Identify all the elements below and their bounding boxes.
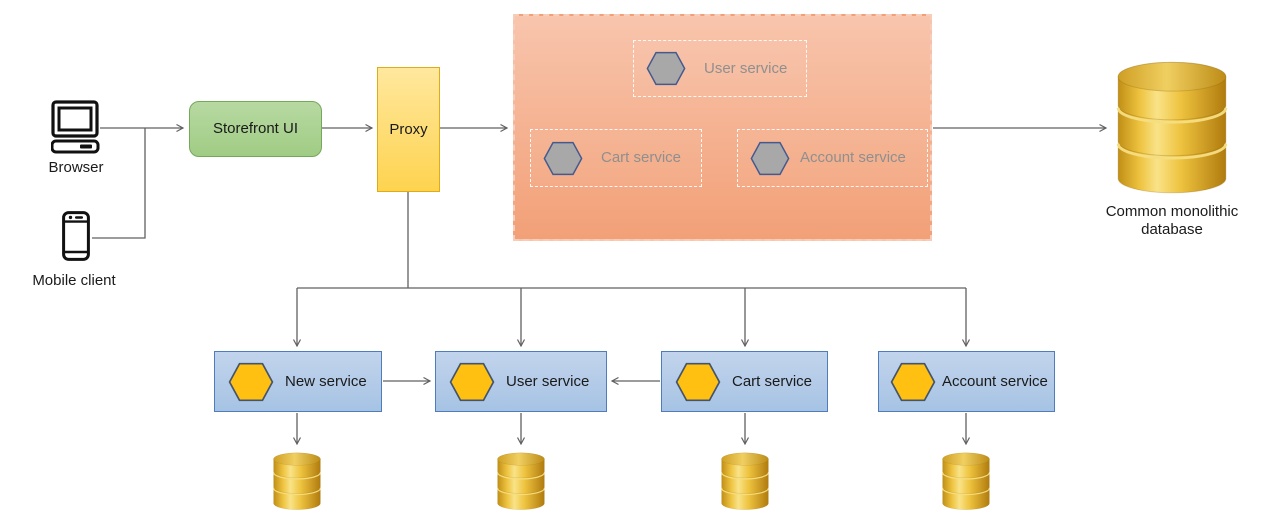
mobile-client-label: Mobile client	[32, 272, 116, 289]
hexagon-icon	[449, 362, 495, 401]
browser-client	[51, 100, 101, 154]
monolith-user-service-label: User service	[704, 59, 788, 77]
proxy-node: Proxy	[377, 67, 440, 192]
monolith-account-service-node: Account service	[737, 129, 928, 187]
hexagon-icon	[228, 362, 274, 401]
hexagon-icon	[675, 362, 721, 401]
monolith-cart-service-label: Cart service	[601, 149, 682, 166]
service-database-icon	[940, 450, 992, 517]
service-database-icon	[271, 450, 323, 517]
service-database-icon	[719, 450, 771, 517]
common-database-label: Common monolithic database	[1105, 203, 1239, 238]
hexagon-icon	[890, 362, 936, 401]
monolith-account-service-label: Account service	[800, 149, 906, 166]
service-user-label: User service	[506, 372, 590, 390]
connector-mobile-to-storefront	[92, 128, 146, 239]
service-node-new: New service	[214, 351, 382, 412]
monolith-region: User service Cart service Account servic…	[513, 14, 932, 241]
hexagon-icon	[646, 51, 686, 86]
proxy-label: Proxy	[389, 120, 428, 138]
browser-icon	[51, 100, 100, 154]
monolith-cart-service-node: Cart service	[530, 129, 702, 187]
common-database-icon	[1112, 60, 1232, 199]
monolith-user-service-node: User service	[633, 40, 807, 97]
service-database-icon	[495, 450, 547, 517]
storefront-ui-node: Storefront UI	[189, 101, 322, 157]
hexagon-icon	[543, 141, 583, 175]
service-node-user: User service	[435, 351, 607, 412]
service-cart-label: Cart service	[732, 372, 813, 390]
hexagon-icon	[750, 141, 790, 175]
storefront-ui-label: Storefront UI	[212, 120, 299, 137]
service-node-cart: Cart service	[661, 351, 828, 412]
service-account-label: Account service	[942, 372, 1048, 390]
mobile-client	[62, 211, 90, 261]
mobile-client-icon	[62, 211, 90, 261]
browser-label: Browser	[48, 159, 104, 176]
service-node-account: Account service	[878, 351, 1055, 412]
service-new-label: New service	[285, 372, 367, 390]
